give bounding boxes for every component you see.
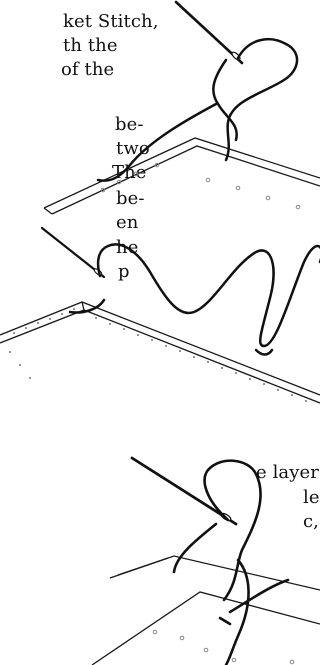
needle-icon: [42, 228, 104, 277]
needle-icon: [176, 2, 242, 63]
bottom-fabric-holes: [153, 630, 294, 664]
thread: [70, 39, 320, 354]
upper-fabric-layer: [44, 138, 320, 214]
lower-fabric-layer: [0, 302, 320, 403]
thread: [174, 461, 288, 665]
